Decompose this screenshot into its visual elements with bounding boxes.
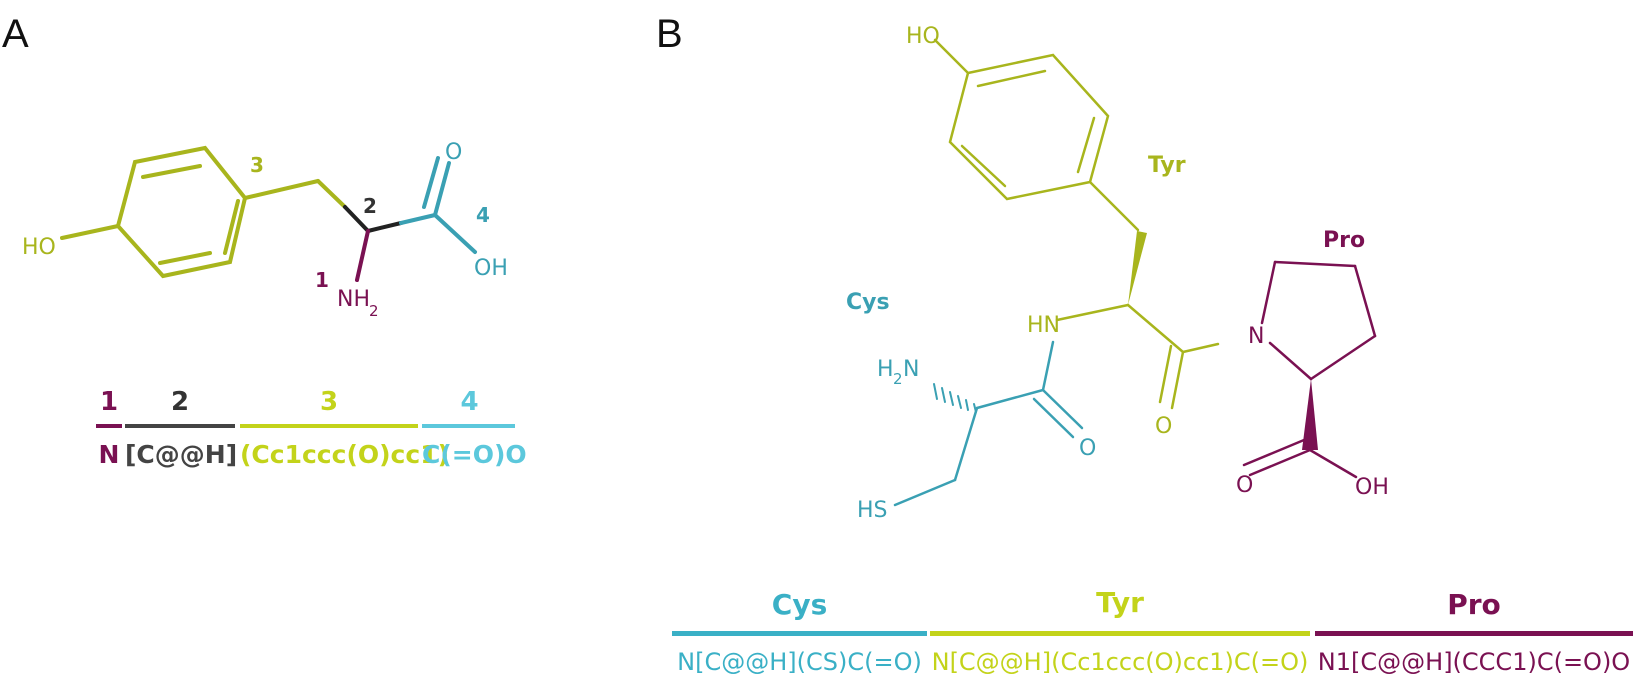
tyr-residue-label: Tyr [1148, 153, 1186, 178]
segment-4-number: 4 [460, 387, 479, 417]
pro-wedge-bond [1302, 379, 1318, 450]
tyrosine-ring [60, 145, 347, 279]
cys-hash-bond [933, 383, 977, 413]
oh-atom-a: OH [474, 256, 508, 281]
pro-segment-bar [1315, 631, 1633, 636]
segment-2-bar [125, 424, 235, 428]
tyr-segment-bar [930, 631, 1310, 636]
segment-1-bar [96, 424, 122, 428]
ho-atom-b: HO [906, 24, 940, 49]
segment-1-number: 1 [99, 387, 119, 417]
cys-segment-smiles: N[C@@H](CS)C(=O) [677, 648, 922, 676]
tyr-oxygen-atom: O [1155, 414, 1172, 439]
carboxyl-bonds [399, 156, 477, 254]
locant-4: 4 [476, 203, 490, 227]
tyr-segment-smiles: N[C@@H](Cc1ccc(O)cc1)C(=O) [931, 648, 1309, 676]
segment-4-smiles: C(=O)O [422, 440, 527, 469]
locant-3: 3 [250, 153, 264, 177]
pro-residue-bonds [1242, 260, 1377, 479]
amine-subscript-a: 2 [369, 302, 379, 320]
cys-residue-bonds [893, 340, 1084, 507]
ho-atom-a: HO [22, 235, 56, 260]
locant-1: 1 [315, 268, 329, 292]
h2n-n-atom-b: N [903, 357, 919, 382]
amine-atom-a: NH [337, 287, 370, 312]
segment-1-smiles: N [98, 440, 120, 469]
tyr-residue-bonds [933, 38, 1220, 410]
segment-3-number: 3 [319, 387, 339, 417]
segment-2-number: 2 [170, 387, 190, 417]
h2n-h-atom-b: H [877, 357, 894, 382]
panel-b-label: B [656, 12, 683, 56]
hs-atom-b: HS [857, 498, 888, 523]
cys-oxygen-atom: O [1079, 436, 1096, 461]
hn-atom-b: HN [1027, 313, 1060, 338]
segment-3-bar [240, 424, 418, 428]
tripeptide-structure: HO HN H 2 N O HS O N O OH Tyr Pro Cys [846, 24, 1389, 523]
cys-residue-label: Cys [846, 290, 890, 315]
pro-segment-name: Pro [1447, 588, 1501, 621]
pro-oh-atom: OH [1355, 475, 1389, 500]
segment-2-smiles: [C@@H] [125, 440, 238, 469]
cys-segment-name: Cys [771, 588, 828, 621]
cys-segment-bar [672, 631, 927, 636]
pro-residue-label: Pro [1323, 228, 1365, 253]
alpha-carbon-bonds [343, 205, 403, 282]
oxygen-atom-a: O [445, 140, 462, 165]
pro-segment-smiles: N1[C@@H](CCC1)C(=O)O [1317, 648, 1631, 676]
panel-a-label: A [2, 12, 29, 56]
tyr-segment-name: Tyr [1096, 586, 1144, 619]
locant-2: 2 [363, 194, 377, 218]
segment-4-bar [422, 424, 515, 428]
tyr-wedge-bond [1128, 231, 1147, 305]
segment-3-smiles: (Cc1ccc(O)cc1) [240, 440, 450, 469]
tyrosine-structure: HO O OH NH 2 3 2 4 1 [22, 140, 508, 320]
pro-oxygen-atom: O [1236, 473, 1253, 498]
pro-nitrogen-atom: N [1248, 324, 1264, 349]
h2n-sub-atom-b: 2 [893, 370, 903, 388]
